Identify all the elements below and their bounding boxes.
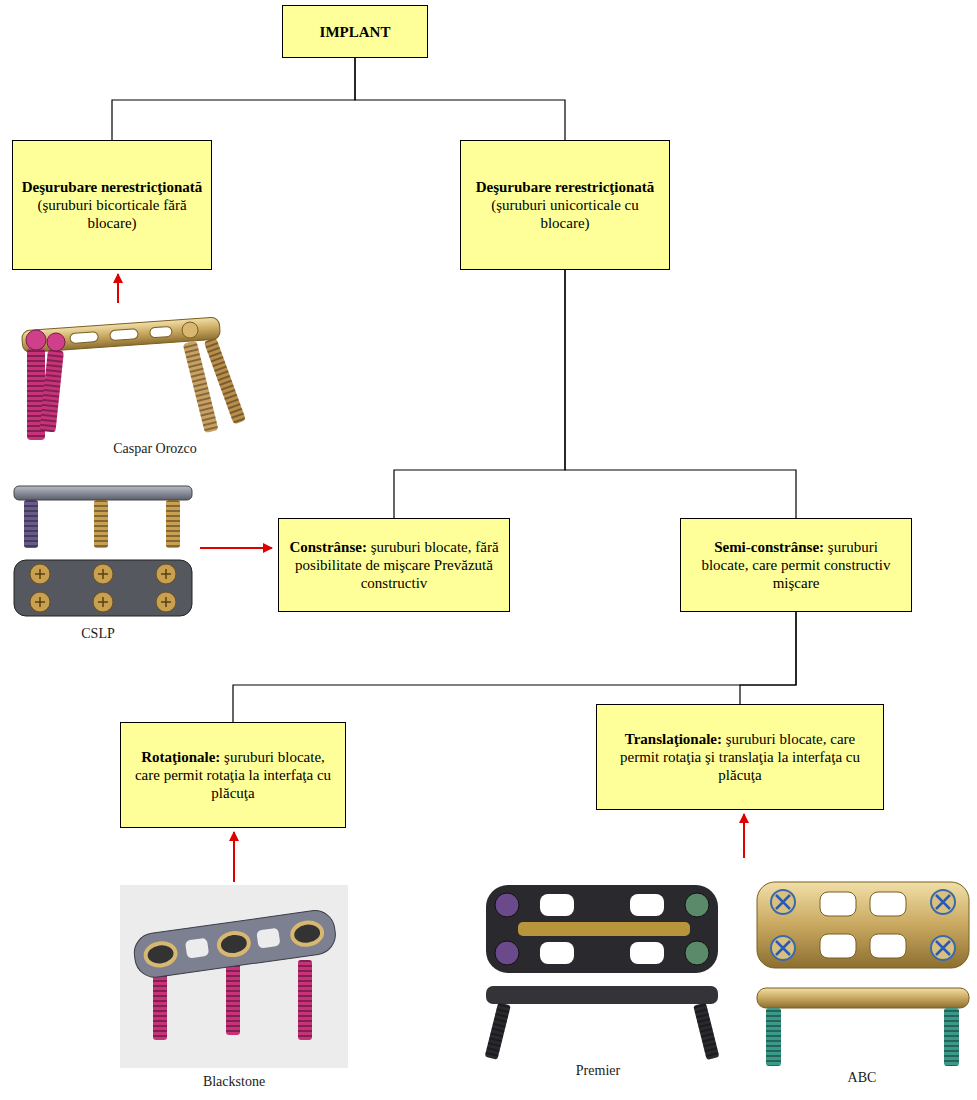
product-name: CSLP bbox=[81, 626, 114, 642]
category-box: Deşurubare rerestricţionată(şuruburi uni… bbox=[460, 140, 670, 270]
category-box: Translaţionale: şuruburi blocate, care p… bbox=[596, 704, 884, 810]
blackstone-plate bbox=[120, 885, 348, 1068]
category-box: Semi-constrânse: şuruburi blocate, care … bbox=[680, 518, 912, 612]
tree-connector bbox=[112, 58, 355, 140]
tree-connector bbox=[565, 270, 796, 518]
tree-connector bbox=[394, 270, 565, 518]
box-body: (şuruburi unicorticale cu blocare) bbox=[469, 196, 661, 232]
box-heading: Deşurubare nerestricţionată bbox=[21, 178, 203, 196]
red-arrow bbox=[200, 547, 272, 549]
red-arrow bbox=[743, 814, 745, 858]
box-heading: Rotaţionale: bbox=[141, 749, 220, 765]
product-name: Premier bbox=[576, 1063, 620, 1079]
category-box: IMPLANT bbox=[282, 5, 428, 58]
tree-connector bbox=[740, 612, 796, 704]
box-heading: IMPLANT bbox=[291, 23, 419, 41]
product-name: Blackstone bbox=[203, 1074, 265, 1090]
box-heading: Deşurubare rerestricţionată bbox=[469, 178, 661, 196]
red-arrow bbox=[117, 274, 119, 303]
box-body: (şuruburi bicorticale fără blocare) bbox=[21, 196, 203, 232]
text-line: Rotaţionale: şuruburi blocate, care perm… bbox=[129, 748, 337, 802]
product-name: ABC bbox=[848, 1070, 877, 1086]
text-line: Semi-constrânse: şuruburi blocate, care … bbox=[689, 538, 903, 592]
abc-plate bbox=[757, 882, 969, 1066]
category-box: Deşurubare nerestricţionată(şuruburi bic… bbox=[12, 140, 212, 270]
box-heading: Constrânse: bbox=[289, 539, 367, 555]
cslp-plate bbox=[14, 486, 192, 616]
caspar-orozco-plate bbox=[21, 317, 246, 440]
tree-connector bbox=[355, 58, 565, 140]
red-arrow bbox=[233, 832, 235, 882]
category-box: Rotaţionale: şuruburi blocate, care perm… bbox=[120, 722, 346, 828]
category-box: Constrânse: şuruburi blocate, fără posib… bbox=[278, 518, 510, 612]
premier-plate bbox=[485, 885, 720, 1060]
text-line: Constrânse: şuruburi blocate, fără posib… bbox=[287, 538, 501, 592]
text-line: Translaţionale: şuruburi blocate, care p… bbox=[605, 730, 875, 784]
box-heading: Semi-constrânse: bbox=[714, 539, 824, 555]
product-name: Caspar Orozco bbox=[113, 441, 197, 457]
box-heading: Translaţionale: bbox=[625, 731, 722, 747]
